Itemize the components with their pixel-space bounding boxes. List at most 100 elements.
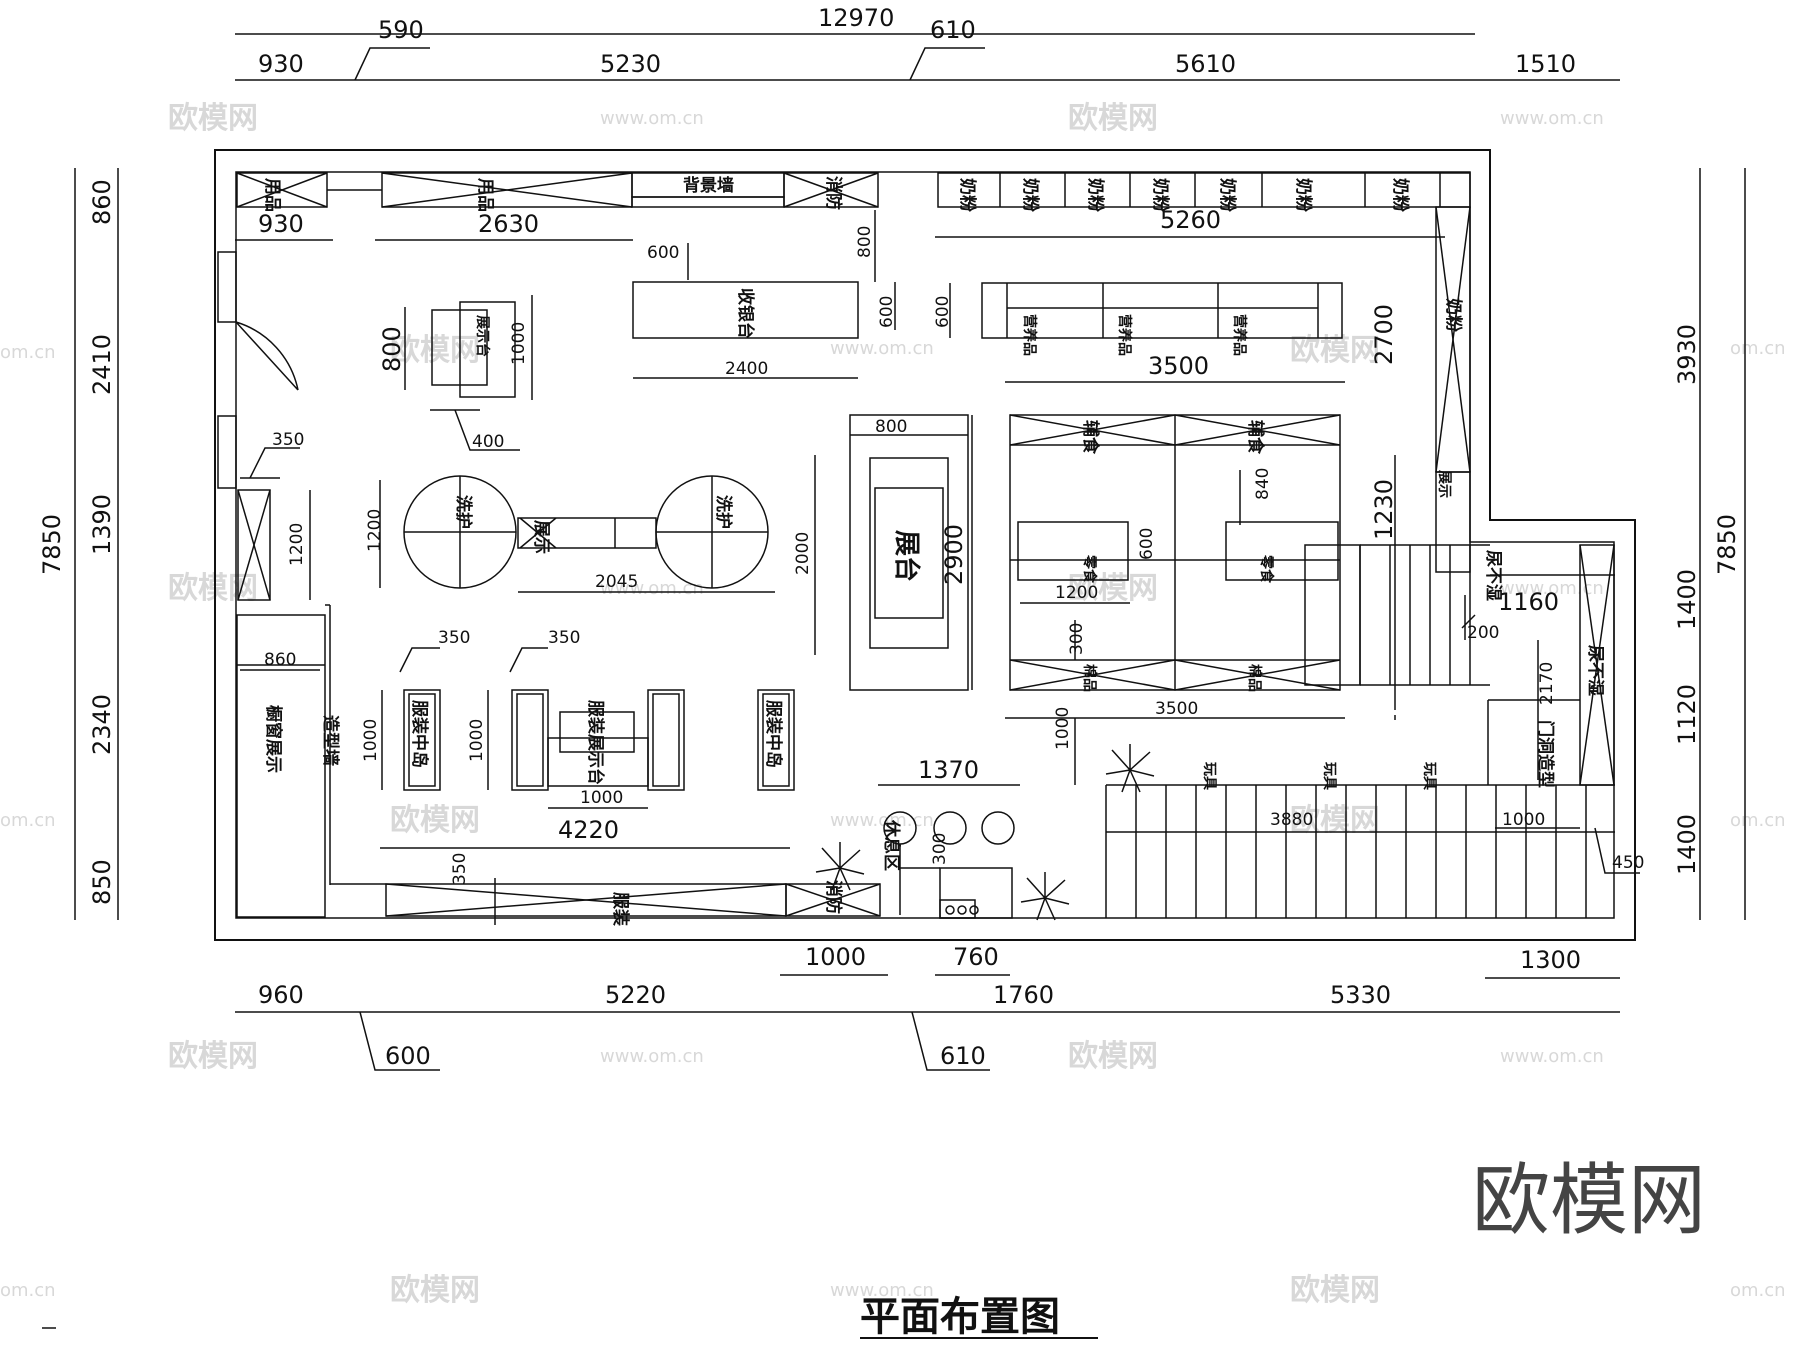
dim: 930 (258, 210, 304, 238)
dim: 350 (438, 628, 470, 648)
linework (74, 33, 1746, 1071)
dim: 600 (385, 1042, 431, 1070)
dim: 1000 (467, 719, 487, 762)
dim: 1000 (580, 788, 623, 808)
dim: 1300 (1520, 946, 1581, 974)
label-fire-protection: 消防 (823, 176, 844, 210)
dim: 1370 (918, 756, 979, 784)
watermark: www.om.cn (600, 1046, 704, 1067)
dim: 2400 (725, 359, 768, 379)
watermark: om.cn (0, 810, 56, 831)
watermark: 欧模网 (1290, 1273, 1380, 1308)
dim: 1230 (1370, 479, 1398, 540)
watermark: 欧模网 (1068, 571, 1158, 606)
dim: 610 (940, 1042, 986, 1070)
label-nutrition: 营养品 (1021, 314, 1038, 356)
dim: 1160 (1498, 588, 1559, 616)
label-display-table: 展示台 (474, 315, 491, 357)
dim: 4220 (558, 816, 619, 844)
label-clothing-island: 服装中岛 (763, 700, 784, 768)
dim: 1200 (365, 509, 385, 552)
watermark: www.om.cn (1500, 108, 1604, 129)
label-rest-area: 休息区 (881, 819, 902, 871)
dim: 1120 (1673, 684, 1701, 745)
dim: 860 (264, 650, 296, 670)
dim: 1200 (287, 523, 307, 566)
dim: 1390 (88, 494, 116, 555)
plant-icon (815, 744, 1155, 921)
label-nutrition: 营养品 (1231, 314, 1248, 356)
dim: 3930 (1673, 324, 1701, 385)
label-door-feature: 门洞造型 (1535, 720, 1556, 788)
label-toys: 玩具 (1421, 762, 1437, 790)
dim: 600 (877, 296, 897, 328)
dim: 5610 (1175, 50, 1236, 78)
dim: 600 (933, 296, 953, 328)
dim: 3880 (1270, 810, 1313, 830)
watermark: www.om.cn (600, 578, 704, 599)
dim-left-total: 7850 (38, 514, 66, 575)
dim: 5330 (1330, 981, 1391, 1009)
watermark: 欧模网 (390, 1273, 480, 1308)
dim: 1510 (1515, 50, 1576, 78)
dim: 350 (450, 853, 470, 885)
dim: 1000 (509, 322, 529, 365)
watermark: www.om.cn (1500, 1046, 1604, 1067)
watermark: 欧模网 (168, 1039, 258, 1074)
label-diapers: 尿不湿 (1585, 645, 1605, 696)
dim: 1400 (1673, 569, 1701, 630)
dim: 3500 (1155, 699, 1198, 719)
label-milk-powder: 奶粉 (1443, 298, 1464, 332)
dim: 2000 (793, 532, 813, 575)
watermark: om.cn (1730, 338, 1786, 359)
watermark: www.om.cn (830, 810, 934, 831)
dim: 1000 (1053, 707, 1073, 750)
label-background-wall: 背景墙 (683, 175, 734, 196)
watermark: www.om.cn (830, 338, 934, 359)
dim: 930 (258, 50, 304, 78)
watermark: www.om.cn (600, 108, 704, 129)
dim: 2700 (1370, 304, 1398, 365)
dim: 2340 (88, 694, 116, 755)
brand-logo-text: 欧模网 (1472, 1156, 1706, 1246)
dim: 610 (930, 16, 976, 44)
dim: 200 (1467, 623, 1499, 643)
label-clothing-display-table: 服装展示台 (585, 700, 606, 785)
label-milk-powder: 奶粉 (1020, 178, 1041, 212)
dim: 800 (378, 326, 406, 372)
dim: 450 (1612, 853, 1644, 873)
label-display: 展示 (531, 520, 551, 554)
dim: 5230 (600, 50, 661, 78)
label-nutrition: 营养品 (1116, 314, 1133, 356)
label-display-stand: 展台 (891, 530, 922, 582)
dim: 800 (875, 417, 907, 437)
dim: 1000 (805, 943, 866, 971)
dim: 1760 (993, 981, 1054, 1009)
label-milk-powder: 奶粉 (1293, 178, 1314, 212)
dim: 2900 (940, 524, 968, 585)
dim-right-total: 7850 (1713, 514, 1741, 575)
watermark: 欧模网 (1290, 333, 1380, 368)
dim: 800 (855, 226, 875, 258)
dim: 350 (272, 430, 304, 450)
label-toys: 玩具 (1321, 762, 1337, 790)
watermark: 欧模网 (1068, 101, 1158, 136)
label-milk-powder: 奶粉 (957, 178, 978, 212)
label-complementary-food: 辅食 (1080, 420, 1101, 455)
dim: 1200 (1055, 583, 1098, 603)
label-yongpin: 用品 (262, 178, 282, 212)
label-shop-window: 橱窗展示 (263, 705, 284, 773)
dim: 1400 (1673, 814, 1701, 875)
dim-top-total: 12970 (818, 4, 894, 32)
label-display: 展示 (1436, 470, 1452, 498)
dim: 3500 (1148, 352, 1209, 380)
watermark: 欧模网 (390, 803, 480, 838)
label-yongpin: 用品 (475, 178, 495, 212)
dim: 1000 (361, 719, 381, 762)
label-cotton-goods: 棉品 (1081, 664, 1098, 692)
dim: 850 (88, 859, 116, 905)
label-cotton-goods: 棉品 (1246, 664, 1263, 692)
label-washing-care: 洗护 (453, 495, 474, 529)
label-snacks: 零食 (1258, 554, 1275, 584)
